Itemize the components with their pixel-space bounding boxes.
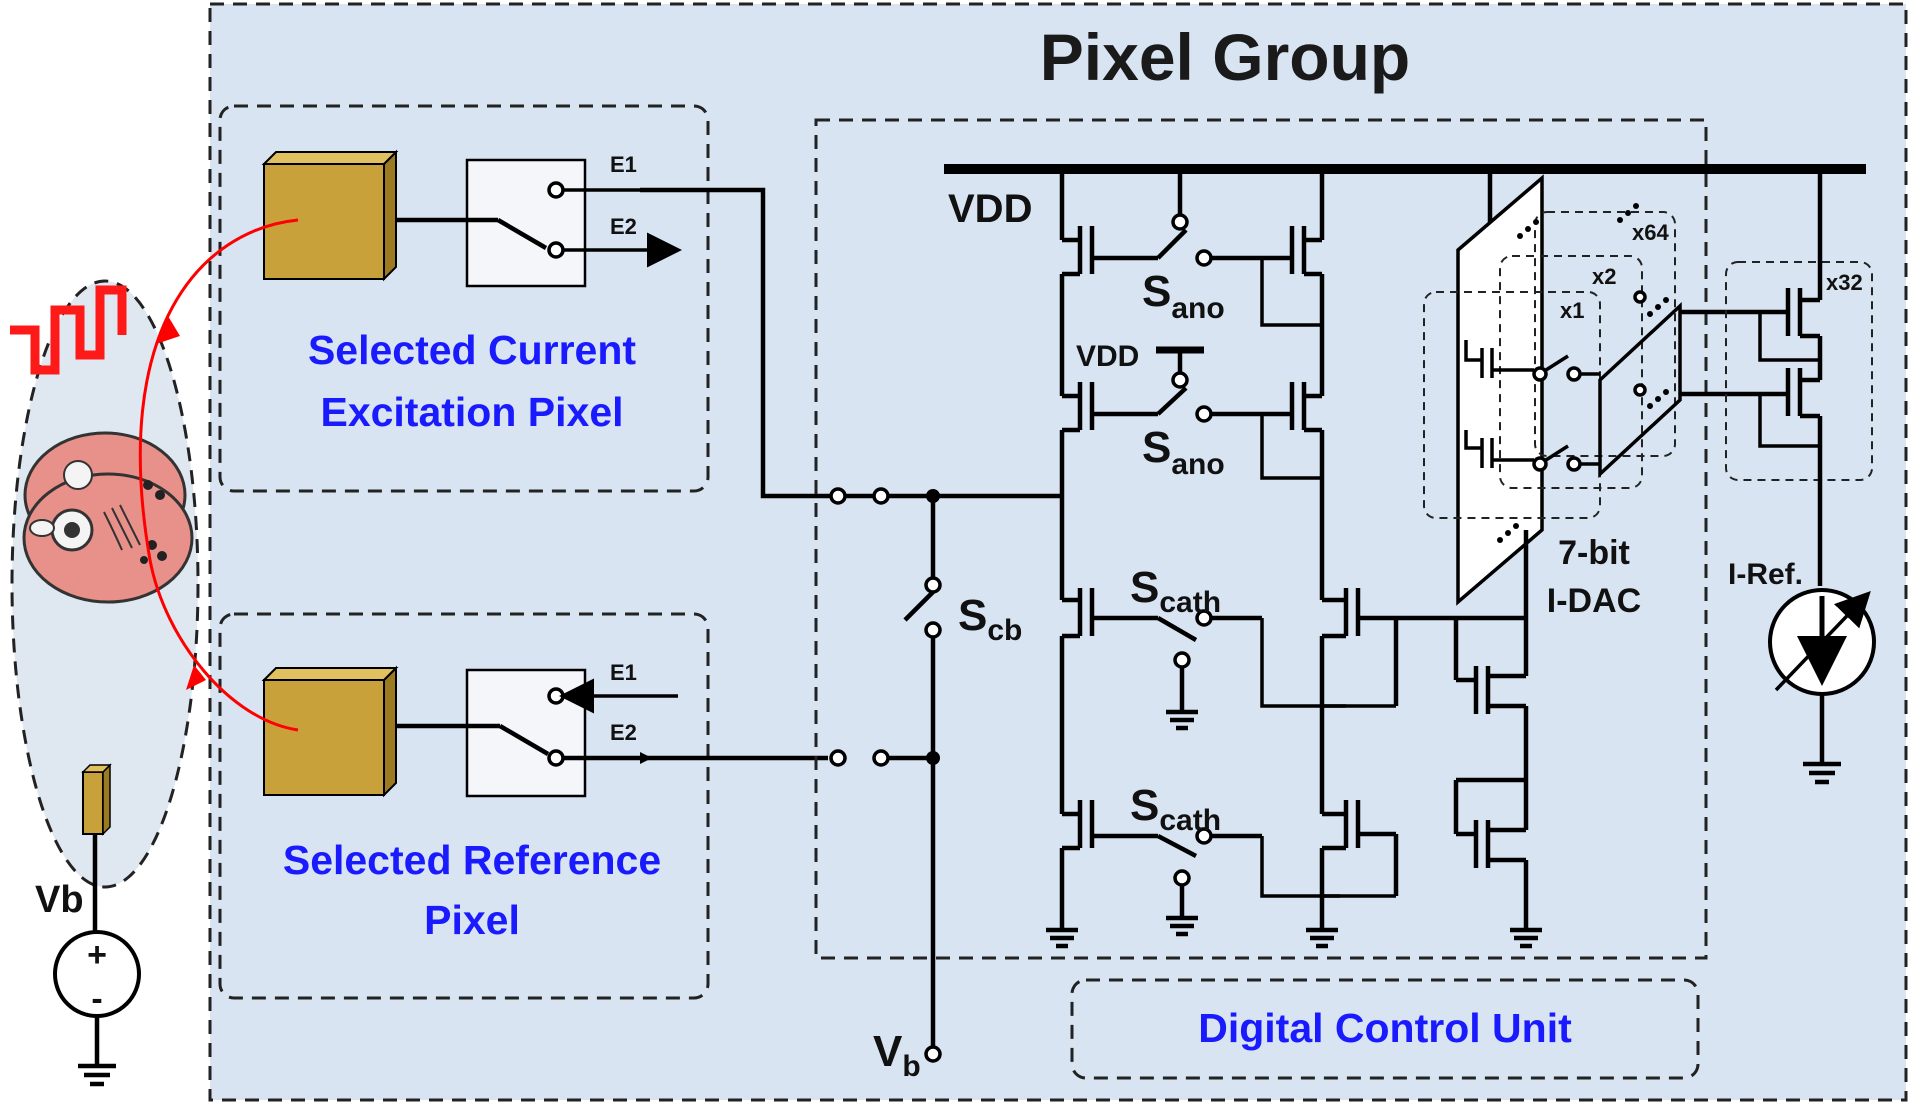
reference-pixel-label-2: Pixel	[424, 897, 520, 943]
i-dac	[1423, 169, 1786, 618]
excitation-switch-box	[465, 158, 587, 288]
scath-bottom-label: Scath	[1130, 781, 1221, 837]
reference-mirror-block	[1725, 261, 1873, 481]
scath-top-label: Scath	[1130, 563, 1221, 619]
excitation-switch-blade	[496, 218, 548, 250]
sano-bottom-label: Sano	[1142, 423, 1225, 481]
vb-source-label: Vb	[35, 879, 84, 921]
current-path-arrow	[138, 218, 299, 732]
iref-label: I-Ref.	[1728, 558, 1803, 591]
excitation-electrode	[261, 149, 399, 282]
dac-label-2: I-DAC	[1547, 582, 1641, 620]
digital-control-label: Digital Control Unit	[1198, 1005, 1572, 1051]
dac-x1-label: x1	[1560, 298, 1584, 323]
pixel-group-border	[208, 2, 1908, 1102]
excitation-pixel-block	[218, 104, 710, 493]
iref-ground-icon	[1803, 761, 1841, 785]
voltage-source-minus: -	[91, 980, 102, 1018]
excitation-pixel-label-2: Excitation Pixel	[320, 389, 623, 435]
reference-switch-blade	[498, 724, 550, 756]
vdd-switch-label: VDD	[1076, 340, 1139, 373]
sano-top-label: Sano	[1142, 267, 1225, 325]
ground-icon	[78, 1063, 116, 1087]
dac-cell-x2	[1499, 255, 1643, 489]
reference-e2-label: E2	[610, 720, 637, 745]
digital-control-unit	[1070, 978, 1700, 1080]
dac-label-1: 7-bit	[1558, 534, 1630, 572]
vb-node-label: Vb	[873, 1027, 921, 1083]
reference-pixel-label-1: Selected Reference	[283, 837, 661, 883]
dac-mux-right	[1598, 301, 1682, 479]
excitation-e2-label: E2	[610, 214, 637, 239]
anodic-current-mirror	[1059, 169, 1325, 600]
dac-mux-left	[1456, 174, 1544, 606]
reference-mirror	[1758, 169, 1823, 586]
dac-x64-label: x64	[1632, 220, 1669, 245]
reference-electrode	[261, 665, 399, 798]
dac-cell-x64	[1534, 211, 1676, 457]
cell-icon	[22, 431, 194, 604]
scb-switch-blade	[903, 590, 935, 622]
scb-switch-label: Scb	[958, 591, 1022, 647]
excitation-e1-label: E1	[610, 152, 637, 177]
pulse-signal-icon	[10, 285, 127, 375]
mirror-x32-label: x32	[1826, 270, 1863, 295]
pixel-group-title: Pixel Group	[1040, 20, 1410, 94]
voltage-source-plus: +	[87, 936, 107, 974]
vb-electrode	[81, 763, 112, 836]
excitation-pixel-label-1: Selected Current	[308, 327, 636, 373]
vdd-label: VDD	[948, 187, 1032, 231]
core-circuit-block	[814, 118, 1708, 960]
dac-x2-label: x2	[1592, 264, 1616, 289]
reference-switch-box	[465, 668, 587, 798]
reference-e1-label: E1	[610, 660, 637, 685]
cathodic-current-mirror	[1046, 560, 1542, 949]
reference-pixel-block	[218, 612, 710, 1000]
